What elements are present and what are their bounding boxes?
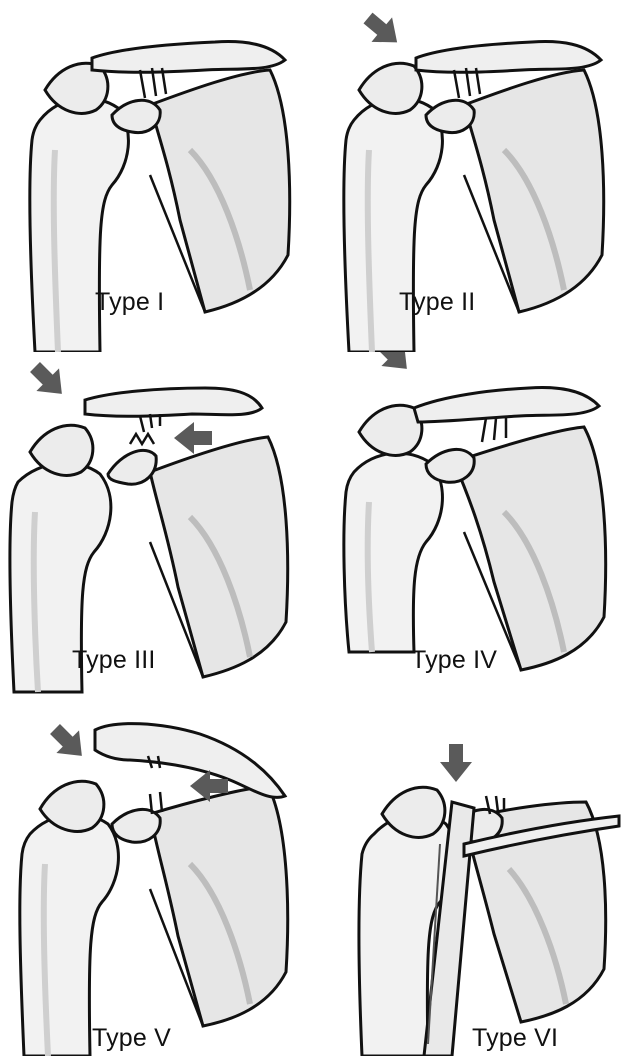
acromion — [359, 405, 422, 455]
coracoid — [426, 449, 474, 482]
panel-label: Type I — [95, 290, 164, 315]
scapula — [454, 427, 606, 670]
panel-type-4: Type IV — [314, 352, 627, 704]
scapula — [150, 786, 288, 1026]
arrow-down-right-icon — [44, 718, 93, 767]
panel-label: Type V — [92, 1026, 171, 1051]
arrow-down-right-icon — [358, 6, 408, 55]
clavicle — [85, 388, 262, 416]
coracoid — [112, 809, 160, 842]
panel-type-2: Type II — [314, 0, 627, 352]
panel-type-1: Type I — [0, 0, 313, 352]
ligaments — [148, 756, 162, 814]
clavicle — [92, 42, 285, 73]
panel-label: Type IV — [411, 648, 497, 673]
ligaments — [130, 414, 160, 444]
clavicle — [95, 724, 285, 798]
scapula — [150, 437, 288, 677]
shoulder-illustration-type-3 — [0, 352, 313, 704]
coracoid — [426, 100, 474, 132]
arrow-down-icon — [440, 744, 472, 782]
arrow-down-right-icon — [369, 352, 418, 380]
panel-type-5: Type V — [0, 704, 313, 1056]
clavicle — [416, 42, 601, 73]
ligaments — [482, 418, 506, 442]
shoulder-illustration-type-5 — [0, 704, 313, 1056]
panel-label: Type VI — [472, 1026, 558, 1051]
arrow-down-right-icon — [24, 356, 73, 405]
panel-type-6: Type VI — [314, 704, 627, 1056]
humerus — [20, 814, 119, 1056]
panel-label: Type II — [399, 290, 475, 315]
arrow-left-icon — [174, 422, 212, 454]
shoulder-illustration-type-6 — [314, 704, 627, 1056]
scapula — [150, 70, 290, 312]
coracoid — [108, 450, 156, 484]
panel-type-3: Type III — [0, 352, 313, 704]
panel-label: Type III — [72, 648, 156, 673]
humerus — [344, 453, 443, 652]
clavicle — [414, 388, 599, 422]
coracoid — [112, 100, 160, 132]
scapula — [464, 70, 604, 312]
